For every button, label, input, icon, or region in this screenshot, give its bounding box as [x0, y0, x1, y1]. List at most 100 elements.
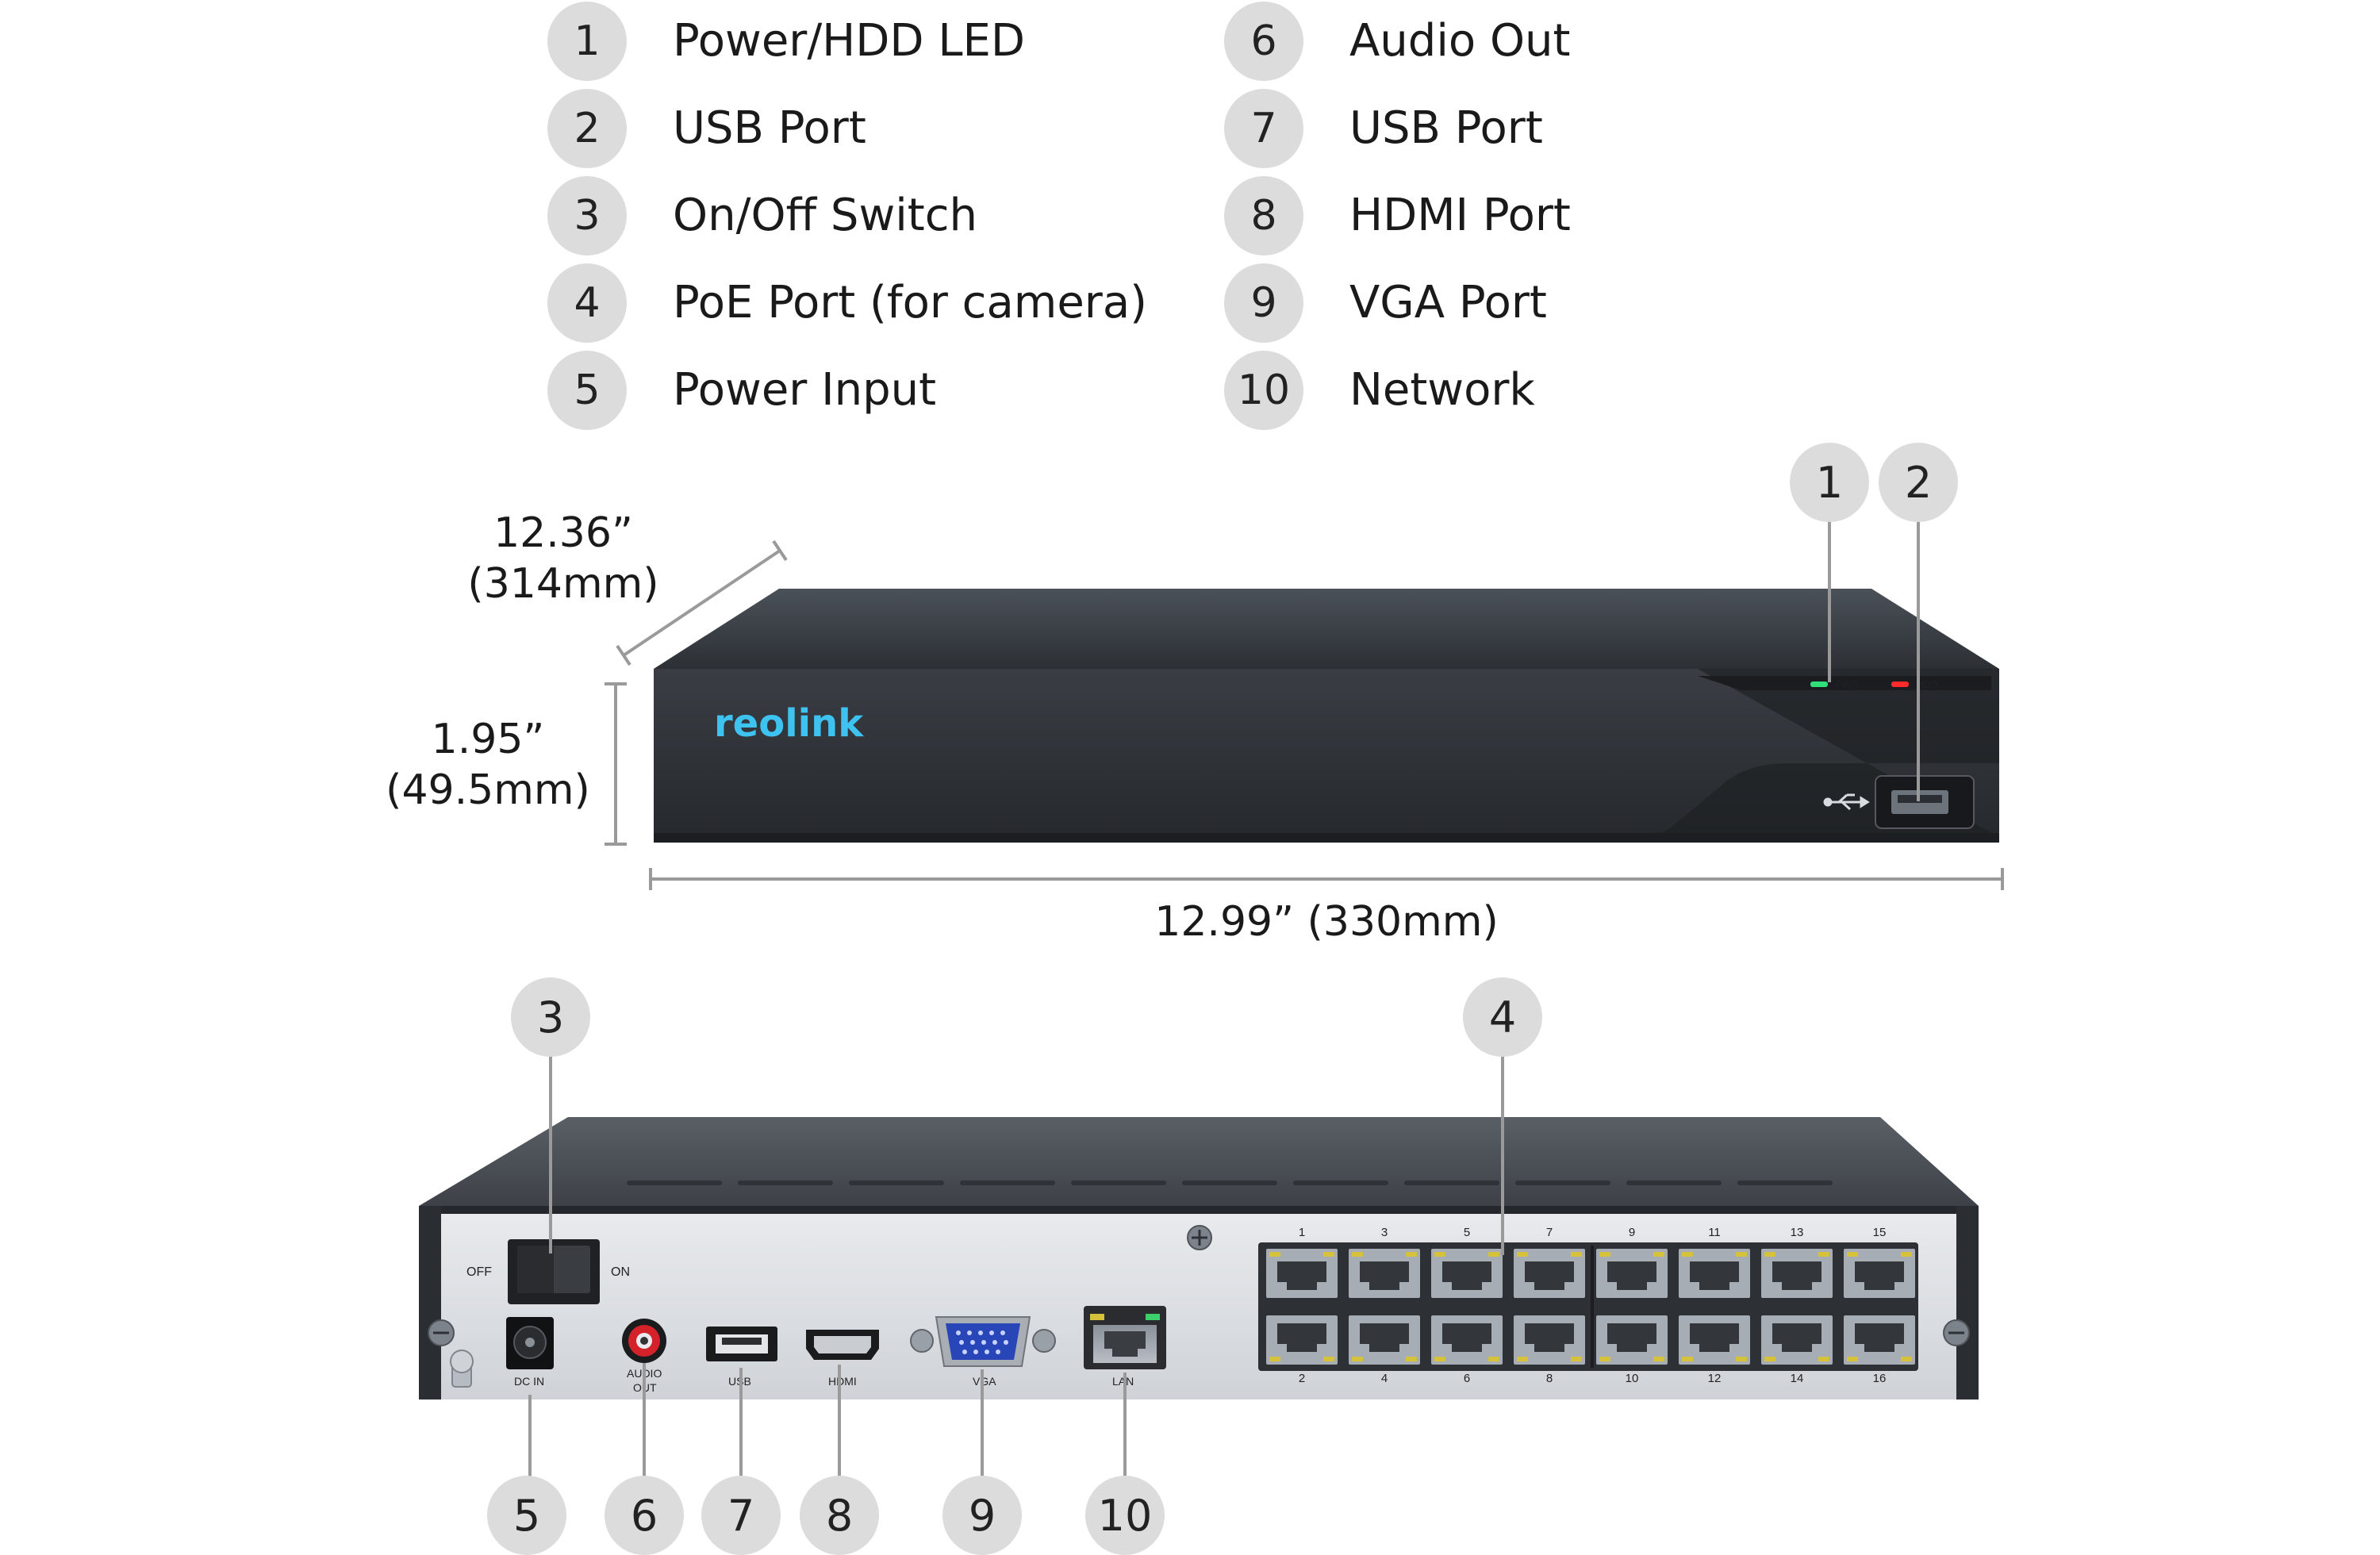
front-face [654, 669, 1999, 843]
lan-label: LAN [1112, 1375, 1134, 1388]
callout-3: 3 [511, 977, 590, 1057]
poe-port-number: 4 [1381, 1372, 1388, 1385]
rear-right-flange [1956, 1206, 1979, 1400]
dc-in-port[interactable] [506, 1317, 554, 1369]
callout-leader-lines [528, 520, 1920, 1477]
ground-terminal [450, 1350, 474, 1388]
hdmi-port[interactable] [806, 1330, 879, 1360]
rear-left-flange [419, 1206, 441, 1400]
callout-9: 9 [942, 1476, 1022, 1555]
poe-port-16[interactable] [1844, 1315, 1915, 1365]
legend-number: 3 [547, 176, 627, 255]
poe-port-number: 10 [1626, 1372, 1639, 1385]
vga-port[interactable] [910, 1316, 1056, 1367]
poe-port-3[interactable] [1349, 1249, 1420, 1298]
legend-label: VGA Port [1349, 277, 1547, 328]
legend-label: USB Port [673, 102, 866, 154]
legend-number: 6 [1224, 2, 1303, 81]
legend-number: 8 [1224, 176, 1303, 255]
poe-port-4[interactable] [1349, 1315, 1420, 1365]
legend-label: On/Off Switch [673, 190, 978, 241]
audio-out-port[interactable] [622, 1319, 666, 1363]
poe-port-5[interactable] [1431, 1249, 1503, 1298]
vga-label: VGA [973, 1375, 996, 1388]
height-dimension-mm: (49.5mm) [386, 766, 590, 814]
lan-port[interactable] [1084, 1306, 1166, 1369]
dimension-lines [605, 539, 2004, 890]
pwr-led-label: PWR [1836, 679, 1858, 690]
legend-number: 9 [1224, 263, 1303, 343]
power-switch[interactable] [508, 1239, 600, 1304]
poe-port-number: 1 [1299, 1226, 1305, 1239]
screw-icon [428, 1225, 1970, 1346]
poe-port-number: 3 [1381, 1226, 1388, 1239]
poe-port-6[interactable] [1431, 1315, 1503, 1365]
poe-port-number: 8 [1546, 1372, 1553, 1385]
callout-6: 6 [605, 1476, 684, 1555]
legend-label: HDMI Port [1349, 190, 1571, 241]
legend-label: Power/HDD LED [673, 15, 1026, 67]
dc-in-label: DC IN [514, 1375, 544, 1388]
hdd-led [1891, 682, 1909, 687]
front-usb-port[interactable] [1875, 775, 1975, 829]
usb-icon [1823, 793, 1870, 811]
poe-port-12[interactable] [1679, 1315, 1750, 1365]
rear-usb-port[interactable] [706, 1327, 777, 1361]
brand-logo: reolink [714, 701, 864, 746]
legend-label: Network [1349, 364, 1535, 416]
legend-number: 4 [547, 263, 627, 343]
legend-label: USB Port [1349, 102, 1543, 154]
front-top-surface [654, 589, 1999, 669]
depth-dimension-mm: (314mm) [467, 560, 659, 608]
poe-port-number: 9 [1629, 1226, 1635, 1239]
depth-line [622, 549, 781, 657]
callout-1: 1 [1790, 443, 1869, 522]
legend-label: Audio Out [1349, 15, 1571, 67]
callout-5: 5 [487, 1476, 566, 1555]
switch-on-label: ON [611, 1265, 630, 1279]
width-dimension: 12.99” (330mm) [1154, 898, 1499, 946]
poe-port-10[interactable] [1596, 1315, 1668, 1365]
poe-port-9[interactable] [1596, 1249, 1668, 1298]
height-dimension-inches: 1.95” [431, 716, 545, 763]
legend-number: 2 [547, 89, 627, 168]
rear-top-surface [419, 1117, 1979, 1206]
callout-7: 7 [701, 1476, 781, 1555]
callout-8: 8 [800, 1476, 879, 1555]
poe-port-13[interactable] [1761, 1249, 1833, 1298]
callout-4: 4 [1463, 977, 1542, 1057]
poe-port-number: 13 [1791, 1226, 1804, 1239]
poe-port-number: 7 [1546, 1226, 1553, 1239]
poe-port-14[interactable] [1761, 1315, 1833, 1365]
legend-number: 1 [547, 2, 627, 81]
poe-port-15[interactable] [1844, 1249, 1915, 1298]
poe-port-number: 12 [1708, 1372, 1722, 1385]
callout-2: 2 [1879, 443, 1958, 522]
poe-port-number: 15 [1873, 1226, 1887, 1239]
poe-port-number: 5 [1464, 1226, 1470, 1239]
poe-port-8[interactable] [1514, 1315, 1585, 1365]
legend-number: 10 [1224, 351, 1303, 430]
rear-view: OFF ON DC IN AUDIO OUT USB H [419, 1117, 1979, 1400]
callout-10: 10 [1085, 1476, 1165, 1555]
poe-port-11[interactable] [1679, 1249, 1750, 1298]
hdmi-label: HDMI [828, 1375, 857, 1388]
poe-port-number: 6 [1464, 1372, 1470, 1385]
hdd-led-label: HDD [1917, 679, 1937, 690]
poe-port-2[interactable] [1266, 1315, 1338, 1365]
legend-label: PoE Port (for camera) [673, 277, 1147, 328]
poe-port-number: 2 [1299, 1372, 1305, 1385]
poe-port-1[interactable] [1266, 1249, 1338, 1298]
poe-port-number: 14 [1791, 1372, 1804, 1385]
vent-slots [627, 1181, 1833, 1185]
legend-number: 7 [1224, 89, 1303, 168]
legend-number: 5 [547, 351, 627, 430]
front-view: PWR HDD reolink [654, 589, 1999, 843]
poe-port-number: 11 [1708, 1226, 1721, 1239]
legend-label: Power Input [673, 364, 937, 416]
poe-port-number: 16 [1873, 1372, 1887, 1385]
depth-dimension-inches: 12.36” [493, 509, 633, 557]
poe-port-7[interactable] [1514, 1249, 1585, 1298]
